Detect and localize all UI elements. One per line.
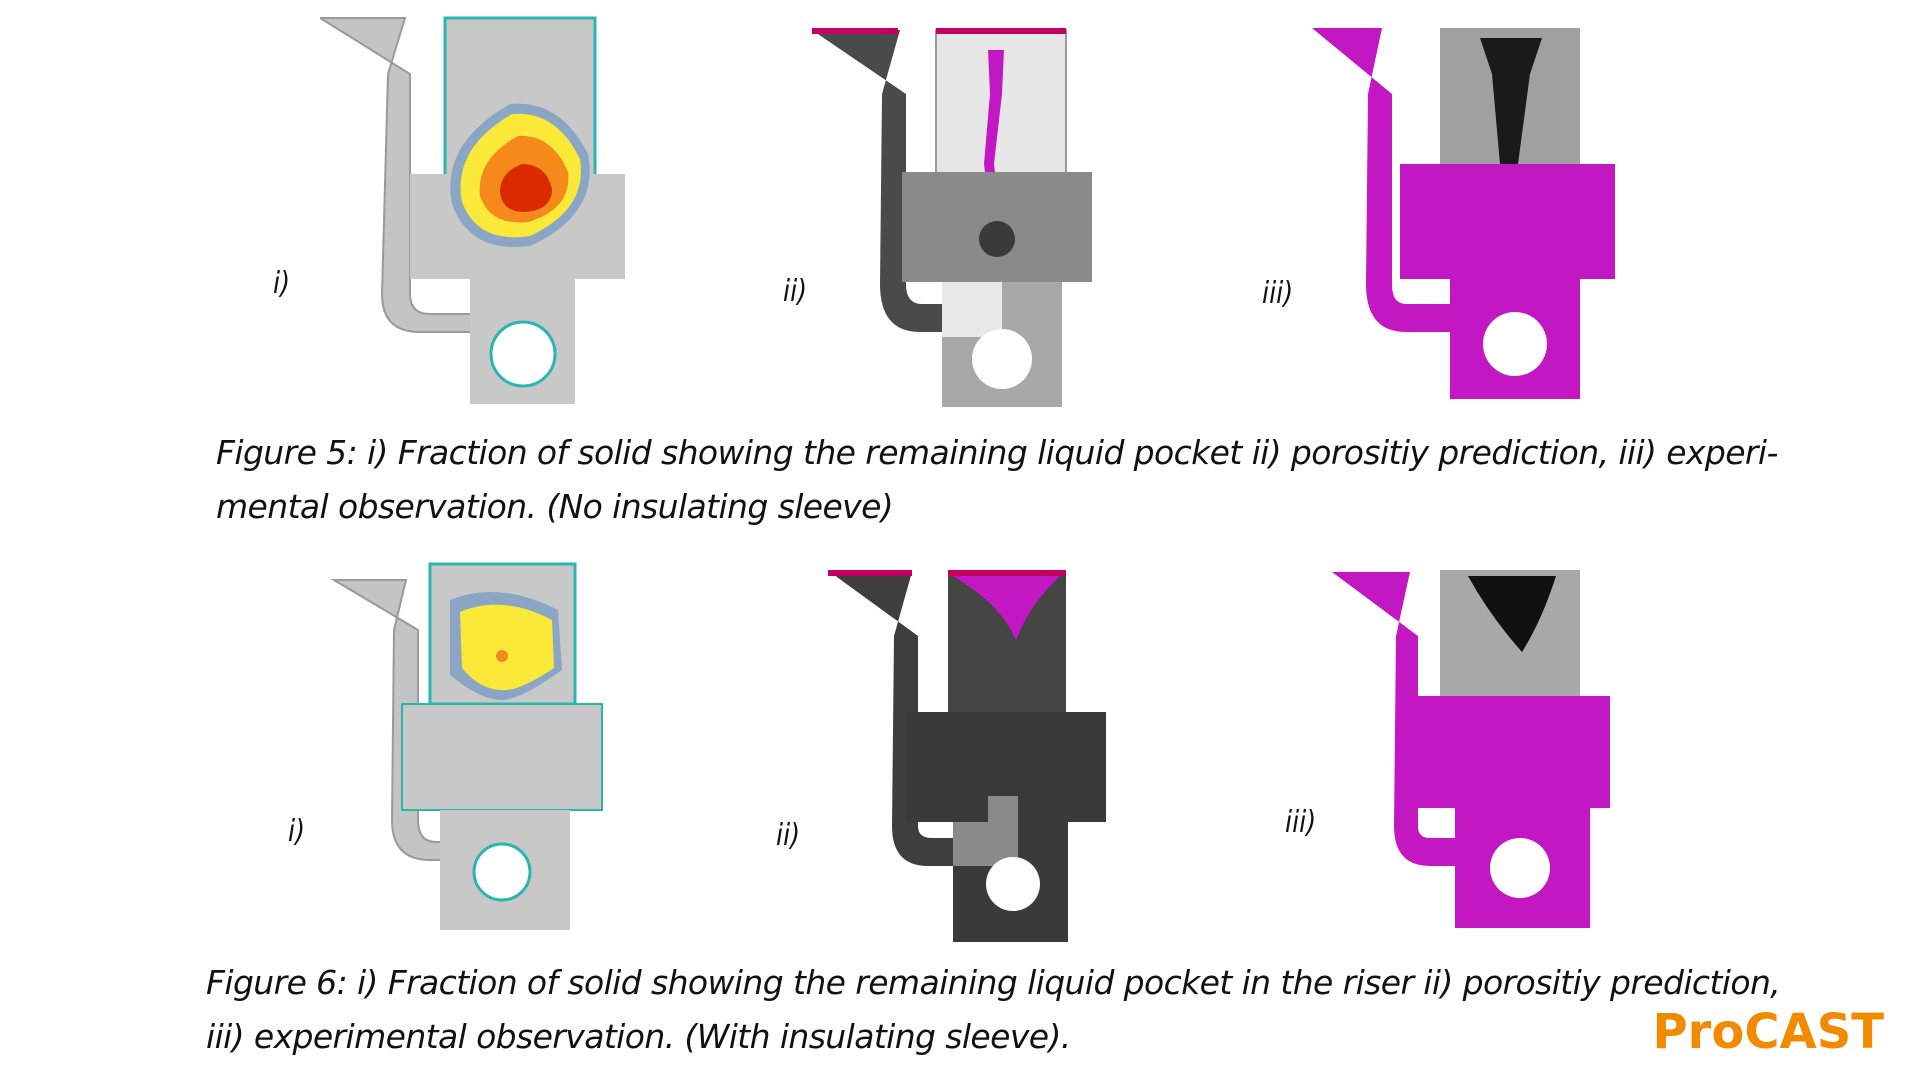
figure6-caption-line1: Figure 6: i) Fraction of solid showing t… bbox=[206, 963, 1781, 1002]
fraction-solid-simulation-image bbox=[320, 16, 625, 404]
experimental-observation-image bbox=[1312, 28, 1615, 399]
procast-logo: ProCAST bbox=[1652, 1004, 1884, 1060]
fig6-label-iii: iii) bbox=[1285, 805, 1317, 840]
porosity-prediction-image bbox=[828, 570, 1106, 942]
figure6-caption: Figure 6: i) Fraction of solid showing t… bbox=[206, 956, 1781, 1064]
fig5-label-ii: ii) bbox=[783, 274, 808, 309]
experimental-observation-image bbox=[1332, 570, 1610, 928]
fig5-panel-i bbox=[320, 14, 650, 414]
fraction-solid-simulation-image bbox=[330, 562, 603, 930]
fig6-label-ii: ii) bbox=[776, 818, 801, 853]
fig5-label-iii: iii) bbox=[1262, 276, 1294, 311]
fig5-panel-iii bbox=[1310, 14, 1630, 414]
fig5-label-i: i) bbox=[273, 266, 291, 301]
porosity-prediction-image bbox=[812, 28, 1092, 407]
fig6-panel-ii bbox=[828, 566, 1118, 946]
fig6-panel-iii bbox=[1330, 566, 1630, 946]
fig6-panel-i bbox=[330, 560, 650, 940]
fig5-panel-ii bbox=[812, 14, 1112, 414]
figure5-caption: Figure 5: i) Fraction of solid showing t… bbox=[216, 426, 1778, 534]
figure5-caption-line2: mental observation. (No insulating sleev… bbox=[216, 487, 894, 526]
figure5-caption-line1: Figure 5: i) Fraction of solid showing t… bbox=[216, 433, 1778, 472]
figure6-caption-line2: iii) experimental observation. (With ins… bbox=[206, 1017, 1071, 1056]
fig6-label-i: i) bbox=[288, 814, 306, 849]
